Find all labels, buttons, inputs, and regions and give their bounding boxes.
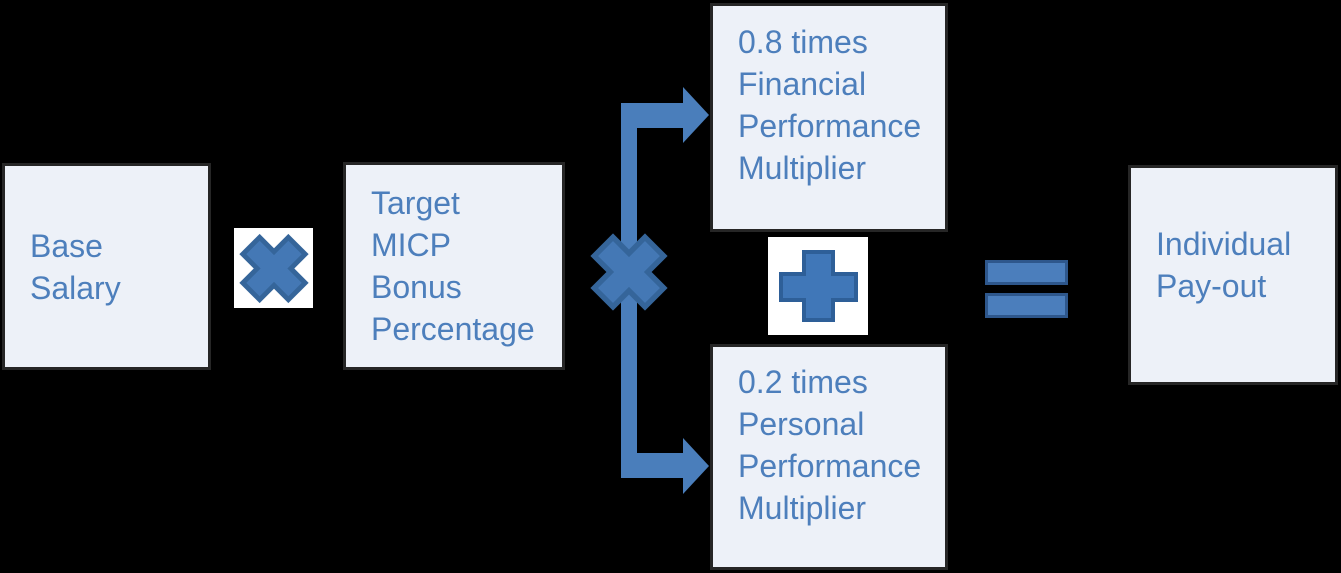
arrowhead-to-financial (683, 87, 709, 143)
box-text-line: Bonus (371, 269, 462, 305)
box-text-line: Financial (738, 65, 867, 102)
arrow-shaft-to-personal (621, 453, 683, 478)
box-financial-performance-multiplier: 0.8 times Financial Performance Multipli… (710, 3, 948, 232)
box-base-salary: Base Salary (2, 163, 211, 370)
box-text-line: Performance (738, 448, 922, 484)
box-text-line: Percentage (371, 311, 535, 347)
arrow-shaft-to-financial (621, 103, 683, 128)
box-text-line: 0.2 times (738, 364, 868, 400)
equals-bar-bottom (985, 293, 1068, 318)
box-text-line: 0.8 times (738, 23, 868, 60)
box-text-line: Salary (30, 269, 121, 306)
box-text-line: Multiplier (738, 149, 867, 186)
multiply-icon (590, 233, 668, 311)
box-text-line: Pay-out (1156, 268, 1267, 304)
box-text-line: Base (30, 227, 103, 264)
multiply-cross-shape (238, 233, 309, 303)
box-text-line: Multiplier (738, 490, 867, 526)
box-text-line: MICP (371, 227, 451, 263)
plus-icon (768, 237, 868, 335)
plus-shape (778, 250, 858, 322)
equals-bar-top (985, 260, 1068, 285)
box-text-line: Performance (738, 107, 922, 144)
box-individual-payout: Individual Pay-out (1128, 165, 1338, 385)
box-target-micp-bonus-percentage: Target MICP Bonus Percentage (343, 162, 565, 370)
multiply-icon (234, 228, 313, 308)
box-text-line: Individual (1156, 226, 1292, 262)
box-text-line: Personal (738, 406, 865, 442)
box-text-line: Target (371, 185, 460, 221)
box-personal-performance-multiplier: 0.2 times Personal Performance Multiplie… (710, 344, 948, 570)
arrowhead-to-personal (683, 438, 709, 494)
